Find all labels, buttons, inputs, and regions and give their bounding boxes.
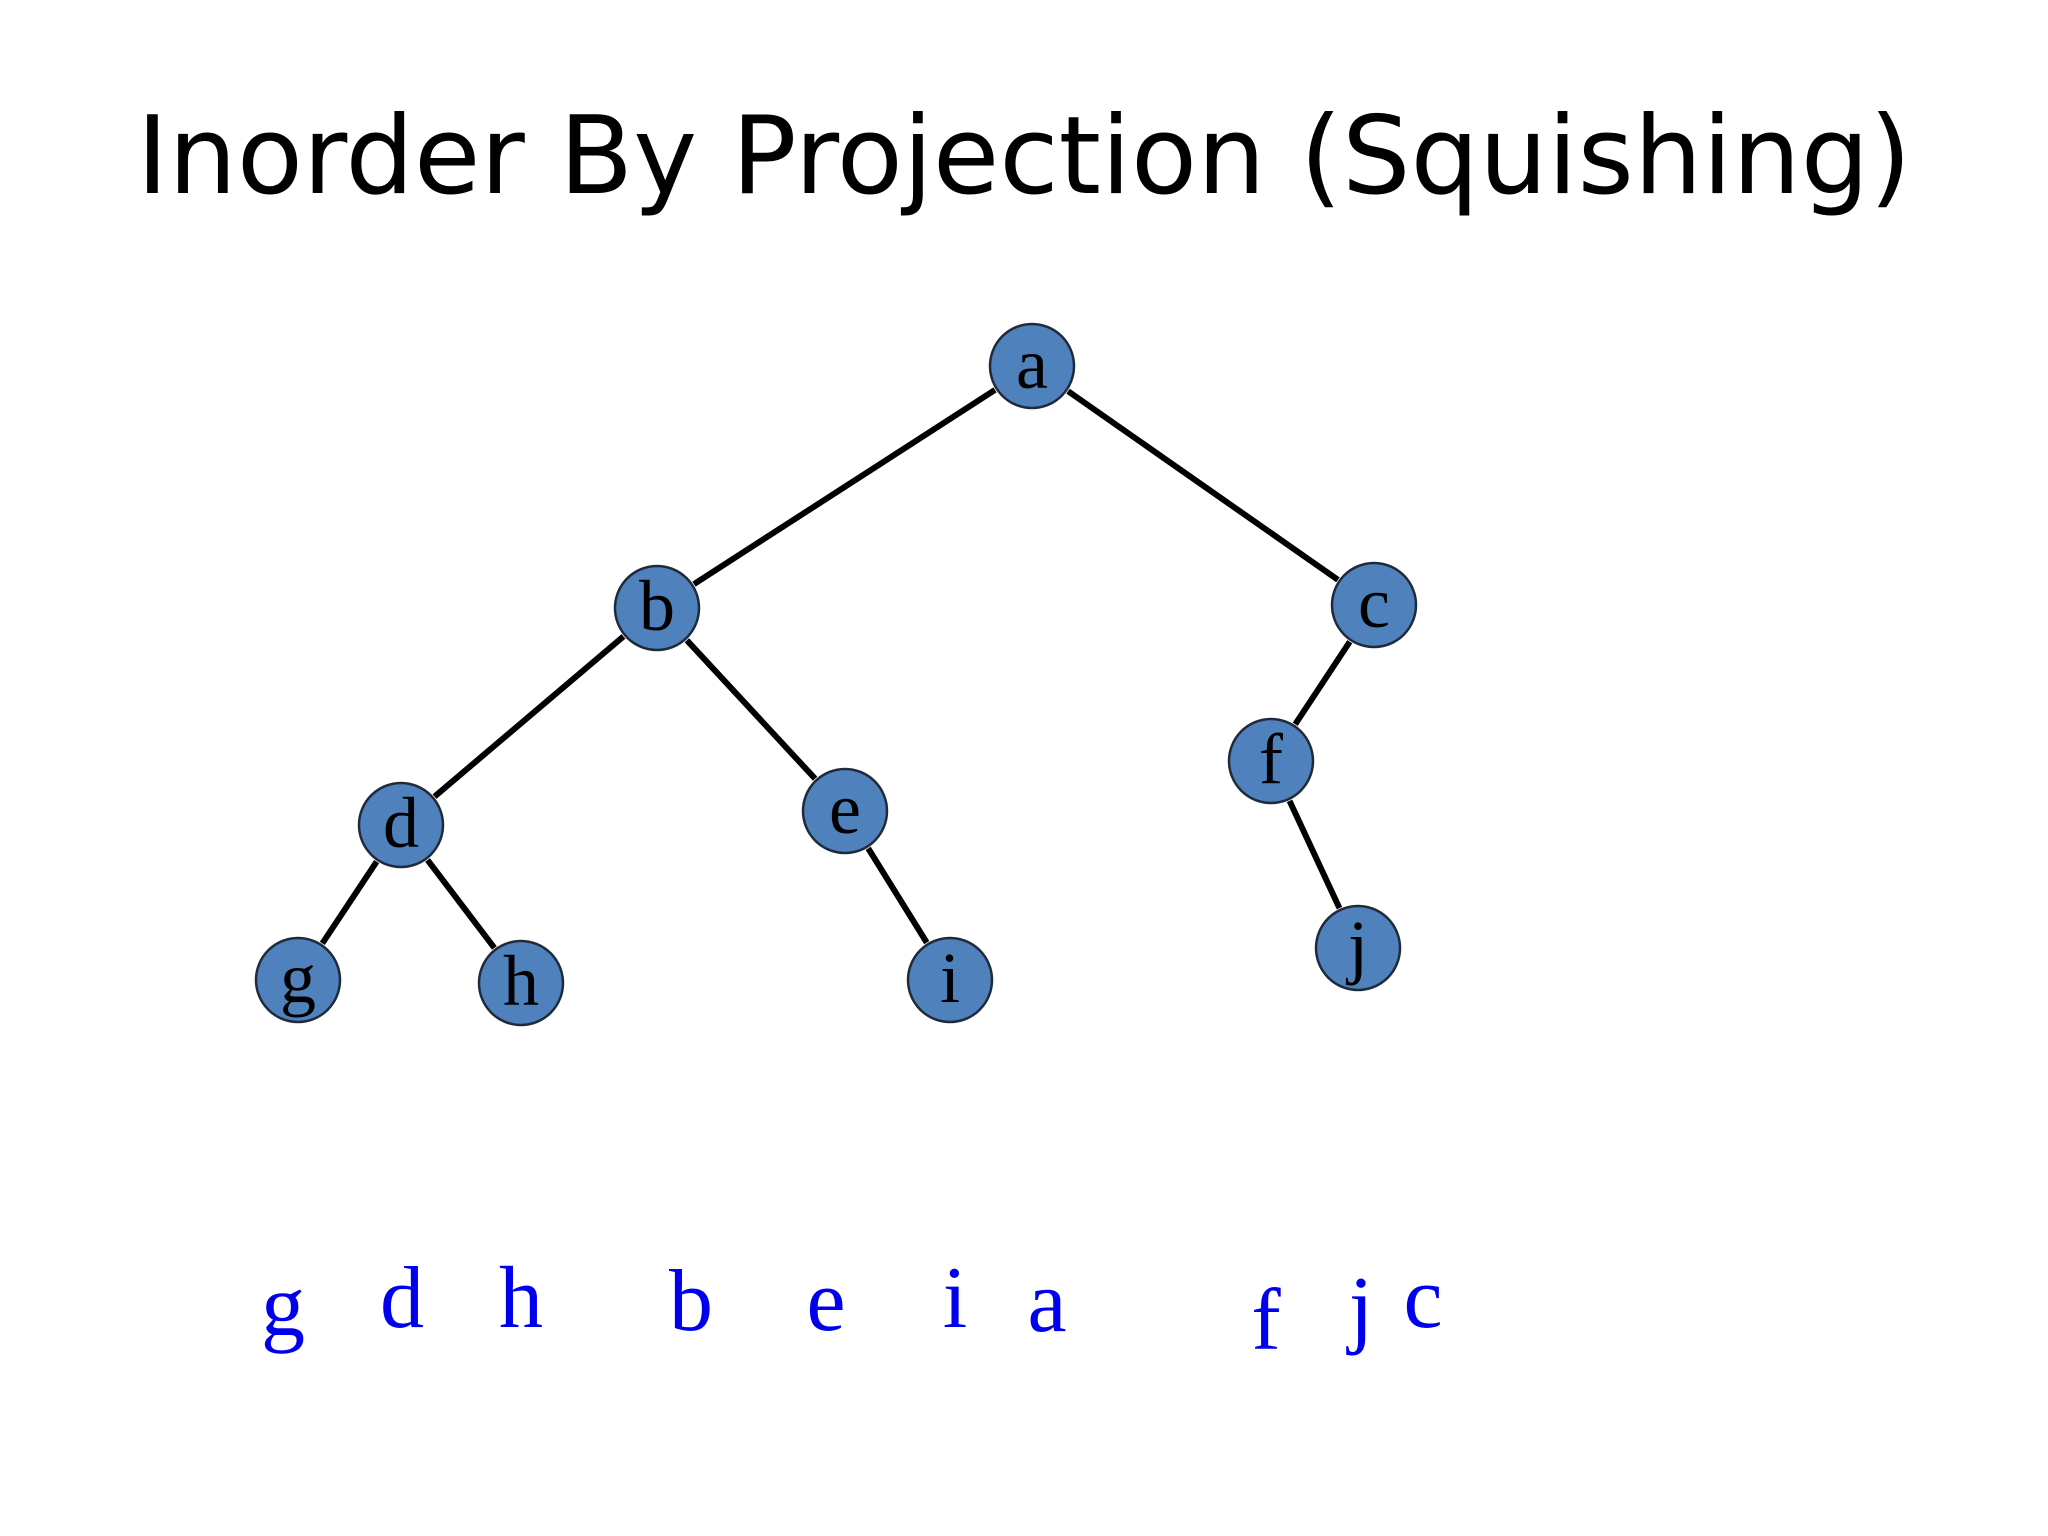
projection-letter-h: h <box>499 1250 543 1347</box>
node-circle <box>988 322 1076 410</box>
node-circle <box>357 781 445 869</box>
edge-a-b <box>692 387 997 587</box>
tree-node-c: c <box>1330 561 1418 649</box>
tree-node-a: a <box>988 322 1076 410</box>
projection-letter-b: b <box>669 1253 713 1350</box>
projection-letter-i: i <box>943 1250 967 1347</box>
projection-letter-g: g <box>261 1258 305 1355</box>
projection-letter-a: a <box>1027 1254 1066 1351</box>
node-label: b <box>639 566 675 646</box>
tree-node-e: e <box>801 767 889 855</box>
node-label: i <box>940 938 960 1018</box>
node-circle <box>1330 561 1418 649</box>
edge-b-e <box>684 638 818 781</box>
tree-node-i: i <box>906 936 994 1024</box>
edge-b-d <box>432 634 626 799</box>
node-label: h <box>503 941 539 1021</box>
node-circle <box>801 767 889 855</box>
projection-letter-c: c <box>1403 1250 1442 1347</box>
node-label: c <box>1358 563 1390 643</box>
edge-c-f <box>1292 640 1353 726</box>
projection-letter-e: e <box>806 1253 845 1350</box>
projection-letter-f: f <box>1251 1272 1281 1369</box>
node-label: j <box>1345 906 1368 986</box>
edge-e-i <box>865 846 930 945</box>
nodes-layer: a b c d e f g h i j <box>254 322 1418 1027</box>
edge-d-g <box>319 859 380 946</box>
node-label: f <box>1259 719 1283 799</box>
tree-node-g: g <box>254 936 342 1024</box>
tree-node-b: b <box>613 564 701 652</box>
edge-a-c <box>1066 388 1340 583</box>
node-label: g <box>280 938 316 1018</box>
tree-node-h: h <box>477 939 565 1027</box>
node-label: d <box>383 783 419 863</box>
node-label: e <box>829 769 861 849</box>
tree-node-j: j <box>1314 904 1402 992</box>
node-circle <box>613 564 701 652</box>
tree-node-f: f <box>1227 717 1315 805</box>
slide-title: Inorder By Projection (Squishing) <box>136 94 1912 219</box>
projection-letter-j: j <box>1346 1260 1373 1357</box>
edges-layer <box>319 387 1353 950</box>
node-circle <box>1314 904 1402 992</box>
edge-d-h <box>425 858 497 950</box>
node-circle <box>906 936 994 1024</box>
node-label: a <box>1016 324 1048 404</box>
node-circle <box>1227 717 1315 805</box>
edge-f-j <box>1286 799 1343 910</box>
node-circle <box>477 939 565 1027</box>
tree-node-d: d <box>357 781 445 869</box>
projection-letter-d: d <box>380 1250 424 1347</box>
node-circle <box>254 936 342 1024</box>
